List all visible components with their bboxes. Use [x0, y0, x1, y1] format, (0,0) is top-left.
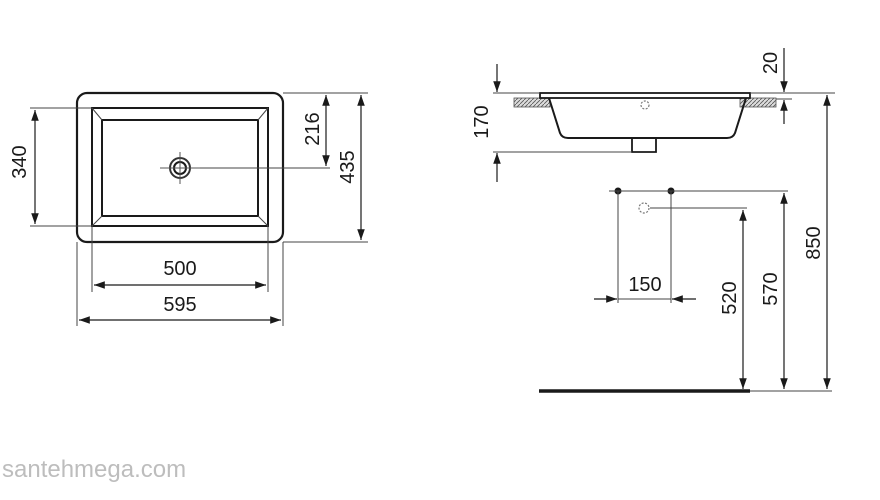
- overflow-icon: [640, 100, 650, 110]
- basin-rim-profile: [539, 92, 751, 99]
- dim-basin-height: 170: [471, 105, 493, 138]
- countertop-left: [513, 97, 551, 108]
- drain-point: [638, 202, 650, 214]
- dim-drain-height: 520: [719, 281, 741, 314]
- dim-overall-width: 595: [163, 294, 196, 316]
- installation-view: 150 520 570 850: [539, 95, 832, 393]
- dim-overall-depth: 435: [337, 150, 359, 183]
- dim-drain-offset: 216: [302, 112, 324, 145]
- drain-icon: [160, 152, 200, 184]
- countertop-right: [739, 97, 777, 108]
- dim-countertop-height: 850: [803, 226, 825, 259]
- dim-rim-thickness: 20: [760, 52, 782, 74]
- dim-bowl-depth: 340: [9, 145, 31, 178]
- watermark: santehmega.com: [2, 456, 187, 483]
- basin-bowl-profile: [548, 97, 747, 139]
- bowl-outline: [91, 107, 269, 227]
- dim-bowl-width: 500: [163, 258, 196, 280]
- side-view: 170 20: [471, 48, 835, 182]
- dim-tap-height: 570: [760, 272, 782, 305]
- dim-tap-spacing: 150: [628, 274, 661, 296]
- top-view: 340 216 435 500 595: [9, 91, 368, 326]
- drain-outlet: [631, 138, 657, 153]
